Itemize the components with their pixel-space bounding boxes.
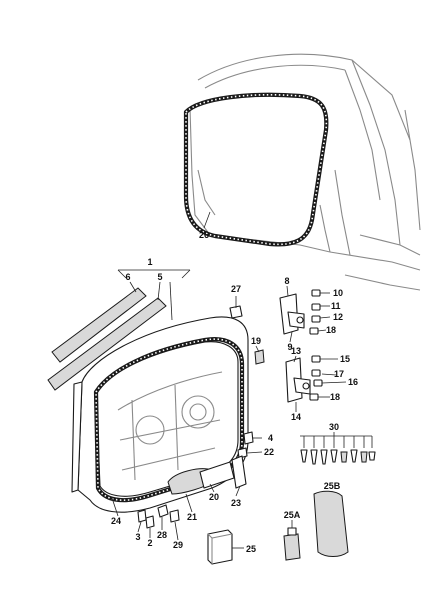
callout-10: 10 (333, 288, 343, 298)
upper-hinge (279, 293, 305, 335)
door-check-strap (167, 455, 247, 495)
callout-6: 6 (125, 272, 130, 282)
vehicle-body-outline (189, 53, 421, 291)
callout-3: 3 (135, 532, 140, 542)
door-trim-strip-6 (51, 287, 147, 363)
fastener-set-30 (300, 435, 376, 465)
callout-26: 26 (199, 230, 209, 240)
hinge-bolts (309, 289, 323, 401)
callout-12: 12 (333, 312, 343, 322)
callout-14: 14 (291, 412, 301, 422)
leader-lines (111, 211, 347, 549)
callout-28: 28 (157, 530, 167, 540)
small-fasteners (137, 504, 180, 529)
callout-11: 11 (331, 301, 341, 311)
door-trim-strip-5 (47, 297, 167, 391)
bumper-4 (243, 431, 254, 445)
callout-25A: 25A (284, 510, 301, 520)
lower-hinge (285, 357, 311, 403)
callout-22: 22 (264, 447, 274, 457)
callout-21: 21 (187, 512, 197, 522)
callout-labels: 1 2 3 4 5 6 8 9 10 11 12 13 14 15 16 17 … (111, 230, 358, 554)
callout-25: 25 (246, 544, 256, 554)
callout-19: 19 (251, 336, 261, 346)
callout-13: 13 (291, 346, 301, 356)
bracket-27 (229, 305, 243, 319)
screw-22 (237, 447, 248, 459)
body-door-seal (183, 92, 329, 247)
callout-25B: 25B (324, 481, 341, 491)
callout-4: 4 (268, 433, 273, 443)
callout-24: 24 (111, 516, 121, 526)
callout-8: 8 (284, 276, 289, 286)
callout-18-lower: 18 (330, 392, 340, 402)
sealant-pack-25B (313, 490, 349, 557)
callout-15: 15 (340, 354, 350, 364)
callout-1: 1 (147, 257, 152, 267)
callout-16: 16 (348, 377, 358, 387)
callout-23: 23 (231, 498, 241, 508)
door-seal (93, 337, 245, 503)
callout-27: 27 (231, 284, 241, 294)
callout-2: 2 (147, 538, 152, 548)
clip-19 (254, 349, 265, 365)
grease-tube-25A (283, 527, 301, 561)
grease-container-25 (207, 529, 233, 565)
callout-20: 20 (209, 492, 219, 502)
callout-18-upper: 18 (326, 325, 336, 335)
callout-29: 29 (173, 540, 183, 550)
callout-9: 9 (287, 342, 292, 352)
door-shell (71, 316, 249, 513)
callout-30: 30 (329, 422, 339, 432)
callout-5: 5 (157, 272, 162, 282)
callout-17: 17 (334, 369, 344, 379)
